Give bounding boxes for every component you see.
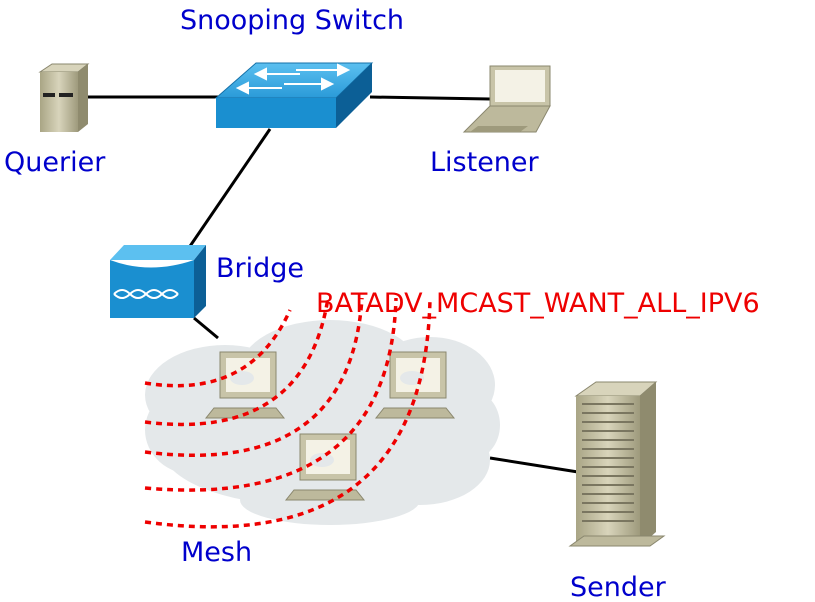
bridge-wireless-icon bbox=[110, 245, 206, 318]
mesh-label: Mesh bbox=[181, 537, 252, 568]
signal-wave-4 bbox=[144, 297, 398, 492]
signal-wave-5 bbox=[144, 297, 432, 529]
link-mesh-sender bbox=[489, 456, 579, 474]
signal-wave-1 bbox=[144, 309, 292, 388]
listener-laptop-icon bbox=[462, 65, 551, 133]
signal-wave-3 bbox=[144, 297, 364, 457]
network-links bbox=[88, 95, 579, 474]
sender-label: Sender bbox=[570, 572, 667, 602]
querier-server-tower-icon bbox=[38, 63, 90, 132]
bridge-label: Bridge bbox=[216, 253, 304, 284]
snooping-switch-label: Snooping Switch bbox=[180, 5, 404, 36]
flag-label: BATADV_MCAST_WANT_ALL_IPV6 bbox=[316, 288, 760, 319]
link-switch-listener bbox=[369, 95, 491, 101]
snooping-switch-icon bbox=[214, 62, 374, 128]
listener-label: Listener bbox=[430, 147, 540, 178]
link-bridge-mesh bbox=[193, 316, 219, 340]
signal-wave-2 bbox=[144, 297, 330, 427]
signal-waves bbox=[144, 297, 432, 529]
querier-label: Querier bbox=[4, 147, 106, 178]
mesh-node-center-workstation-icon bbox=[284, 433, 366, 501]
sender-server-rack-icon bbox=[568, 381, 666, 547]
link-switch-bridge bbox=[182, 128, 272, 256]
